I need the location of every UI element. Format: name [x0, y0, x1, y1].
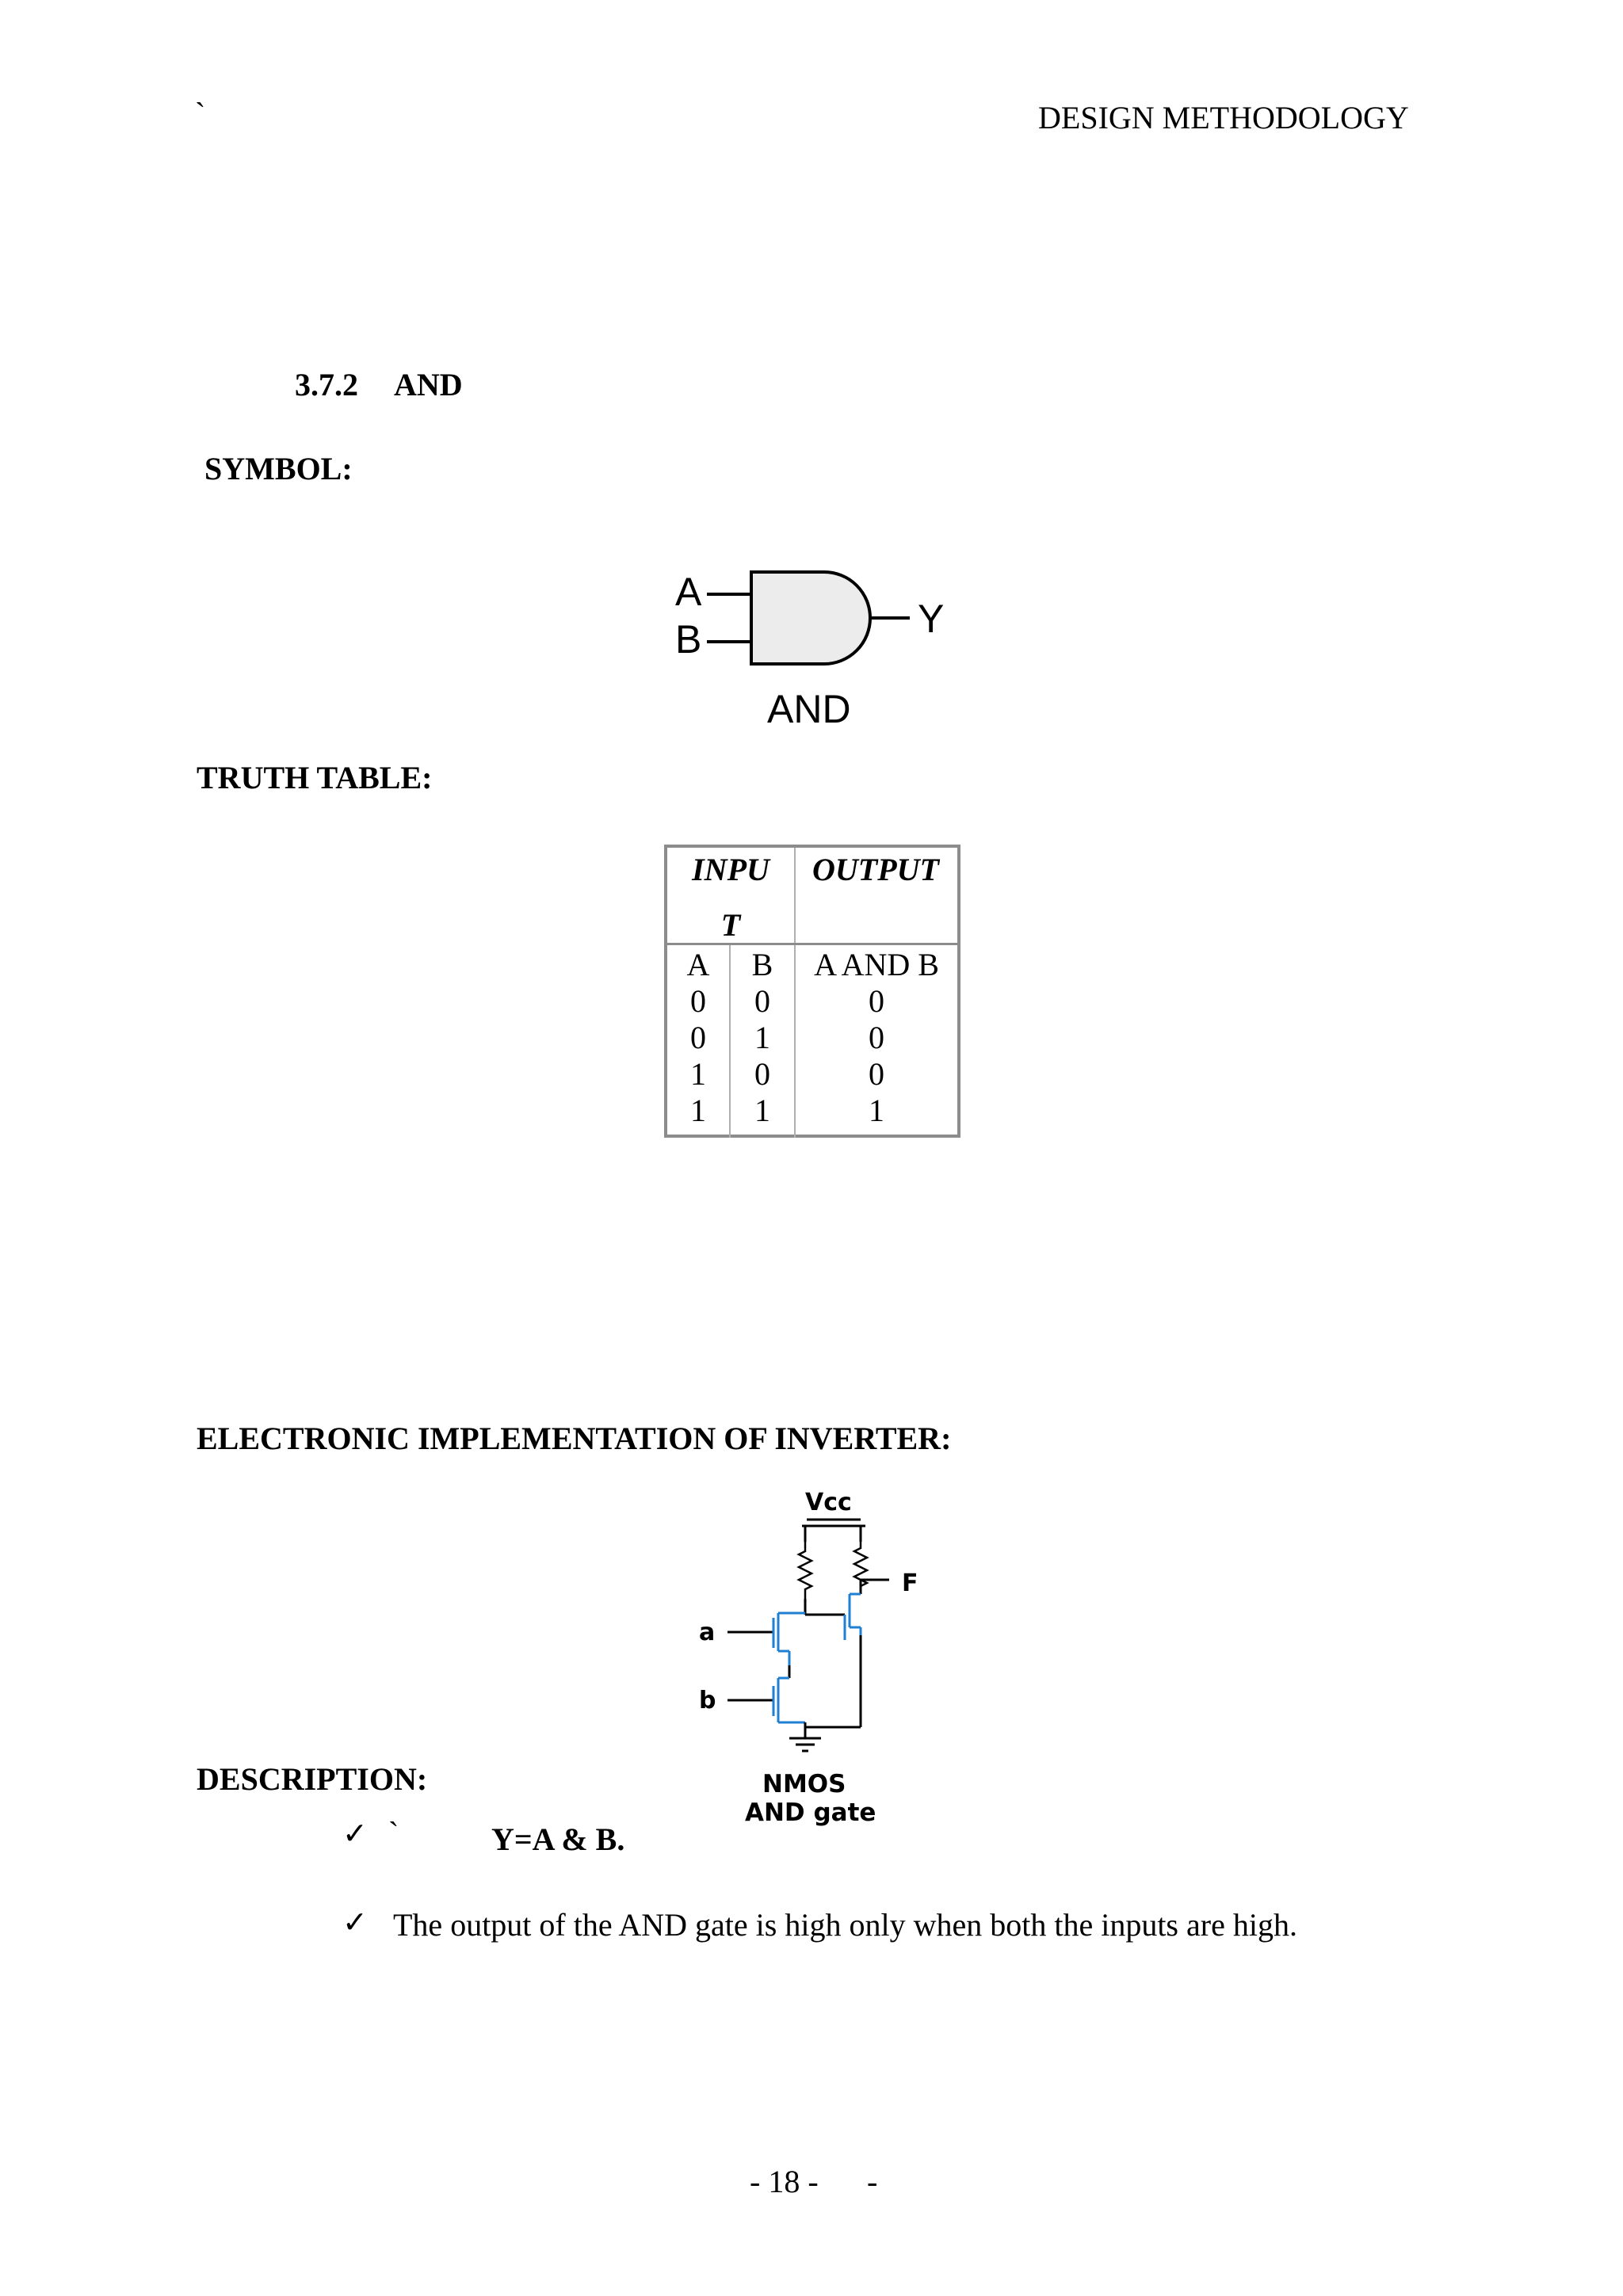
nmos-transistor-output [843, 1592, 862, 1640]
truth-table-input-header-1: INPU [692, 852, 769, 887]
check-icon: ✓ [342, 1816, 368, 1851]
input-a-label: a [699, 1619, 715, 1646]
table-row-4-out: 1 [869, 1093, 884, 1128]
bullet-1-tick: ` [388, 1815, 399, 1851]
table-row-4-a: 1 [690, 1093, 706, 1128]
truth-table-col-a: A [686, 947, 710, 982]
resistor-left [796, 1542, 814, 1599]
ground-icon [789, 1737, 821, 1753]
resistor-right [852, 1542, 869, 1594]
bullet-2-text: The output of the AND gate is high only … [393, 1907, 1297, 1943]
symbol-input-a-label: A [675, 570, 702, 614]
and-gate-body [750, 570, 872, 666]
circuit-caption-1: NMOS [762, 1770, 846, 1798]
page-number: - 18 - [750, 2164, 819, 2199]
vcc-label: Vcc [805, 1489, 852, 1516]
truth-table-input-header-2: T [720, 907, 741, 943]
electronic-heading: ELECTRONIC IMPLEMENTATION OF INVERTER: [197, 1421, 952, 1456]
footer-dash: - [867, 2164, 878, 2199]
truth-table-col-b: B [751, 947, 773, 982]
bullet-1-text: Y=A & B. [491, 1821, 625, 1857]
header-tick: ` [195, 96, 206, 132]
symbol-caption: AND [767, 687, 851, 731]
header-title: DESIGN METHODOLOGY [1038, 100, 1409, 135]
truth-table-heading: TRUTH TABLE: [197, 760, 433, 795]
truth-table-col-out: A AND B [814, 947, 939, 982]
section-number: 3.7.2 [295, 367, 358, 402]
output-f-label: F [902, 1569, 918, 1597]
table-row-2-out: 0 [869, 1020, 884, 1055]
table-row-1-b: 0 [754, 983, 770, 1019]
table-row-3-out: 0 [869, 1056, 884, 1092]
table-row-3-b: 0 [754, 1056, 770, 1092]
circuit-caption-2: AND gate [745, 1798, 876, 1827]
nmos-transistor-b [772, 1676, 805, 1724]
table-row-1-out: 0 [869, 983, 884, 1019]
table-row-2-a: 0 [690, 1020, 706, 1055]
truth-table-output-header: OUTPUT [812, 852, 939, 887]
table-row-3-a: 1 [690, 1056, 706, 1092]
table-row-1-a: 0 [690, 983, 706, 1019]
truth-table: INPU T OUTPUT A B A AND B 0 0 0 0 1 0 1 … [664, 845, 960, 1138]
symbol-output-y-label: Y [918, 597, 944, 641]
symbol-heading: SYMBOL: [204, 451, 353, 486]
and-gate-symbol: A B Y [675, 570, 944, 666]
input-b-label: b [699, 1687, 716, 1714]
table-row-4-b: 1 [754, 1093, 770, 1128]
section-title: AND [394, 367, 463, 402]
symbol-input-b-label: B [675, 617, 701, 662]
nmos-and-gate-circuit: Vcc F a b [699, 1489, 918, 1827]
description-heading: DESCRIPTION: [197, 1761, 428, 1797]
check-icon: ✓ [342, 1905, 368, 1939]
table-row-2-b: 1 [754, 1020, 770, 1055]
nmos-transistor-a [772, 1611, 805, 1665]
